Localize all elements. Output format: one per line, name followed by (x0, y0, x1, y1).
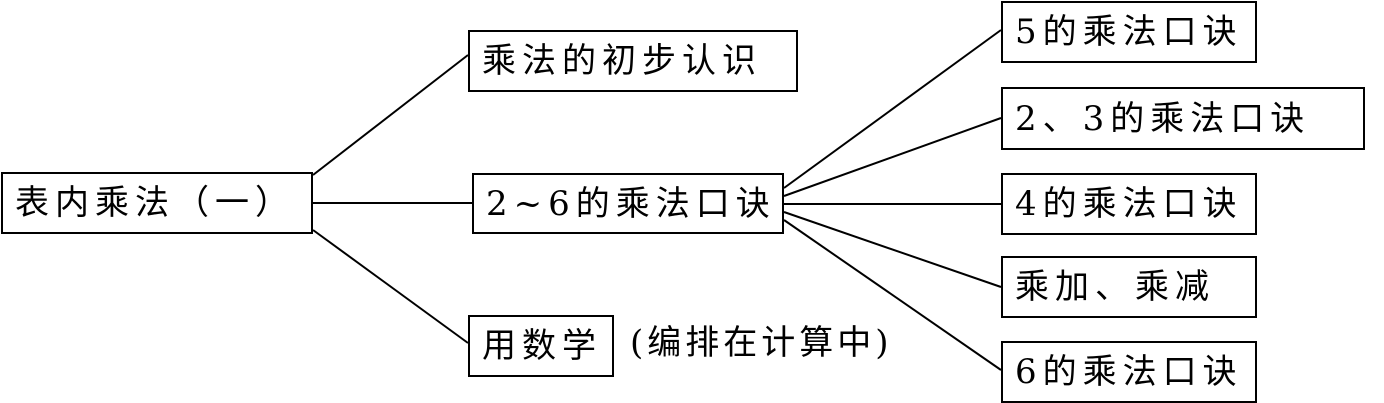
edge-root-intro (312, 54, 469, 176)
node-five-table-label: 5的乘法口诀 (1015, 12, 1243, 52)
node-use-math-note: (编排在计算中) (630, 323, 893, 363)
node-multiplication-intro: 乘法的初步认识 (468, 30, 798, 92)
node-four-table-label: 4的乘法口诀 (1015, 184, 1243, 224)
node-mul-add-sub-label: 乘加、乘减 (1015, 267, 1215, 307)
node-two-three-table: 2、3的乘法口诀 (1001, 87, 1365, 150)
edge-table-six (783, 219, 1002, 371)
node-mul-add-sub: 乘加、乘减 (1001, 256, 1257, 318)
edge-root-use (312, 229, 469, 344)
edge-table-five (783, 29, 1002, 189)
node-multiplication-table: 2~6的乘法口诀 (472, 173, 784, 234)
node-multiplication-table-label: 2~6的乘法口诀 (486, 183, 776, 224)
edge-table-twothr (783, 117, 1002, 197)
node-six-table-label: 6的乘法口诀 (1015, 352, 1243, 392)
node-multiplication-intro-label: 乘法的初步认识 (482, 41, 762, 81)
edge-table-muladd (783, 211, 1002, 288)
node-two-three-table-label: 2、3的乘法口诀 (1015, 98, 1311, 139)
node-root-label: 表内乘法（一） (15, 183, 295, 223)
node-five-table: 5的乘法口诀 (1001, 1, 1257, 63)
node-six-table: 6的乘法口诀 (1001, 341, 1257, 403)
node-use-math-label: 用数学 (482, 326, 602, 366)
node-root: 表内乘法（一） (1, 172, 313, 234)
node-use-math: 用数学 (468, 315, 614, 377)
node-four-table: 4的乘法口诀 (1001, 173, 1257, 235)
